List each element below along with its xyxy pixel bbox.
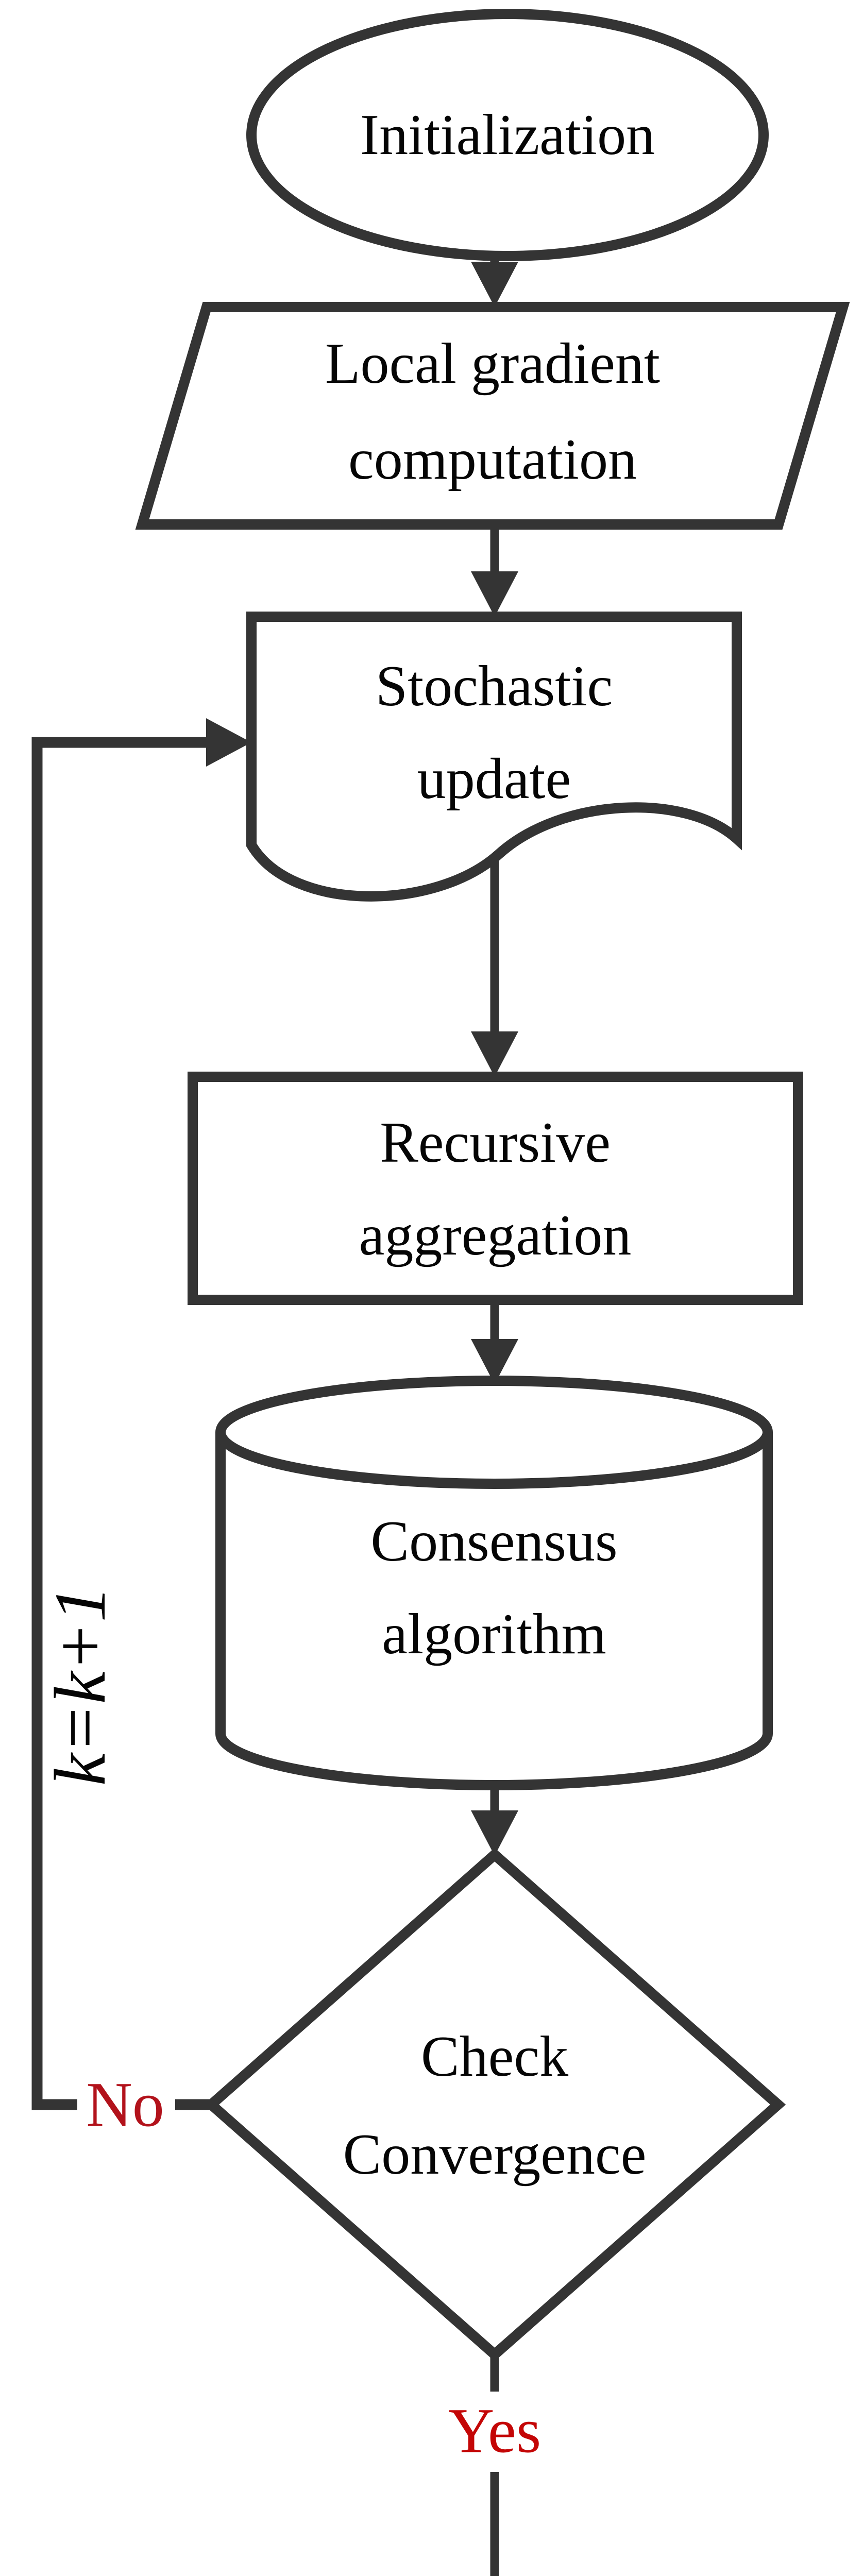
- local-gradient-parallelogram-shape: [135, 302, 850, 530]
- recursive-aggregation-label-line2: aggregation: [359, 1204, 632, 1267]
- consensus-cylinder-body-shape: [215, 1432, 773, 1790]
- consensus-algorithm-label-line2: algorithm: [382, 1602, 606, 1666]
- recursive-aggregation-label-line1: Recursive: [380, 1111, 611, 1175]
- arrow-consensus-to-check-convergence: [471, 1787, 518, 1856]
- stochastic-update-label-line1: Stochastic: [376, 654, 613, 718]
- consensus-algorithm-label-line1: Consensus: [370, 1510, 617, 1573]
- node-check-convergence: Check Convergence: [203, 1848, 786, 2362]
- check-convergence-diamond-shape: [203, 1848, 786, 2362]
- stochastic-update-document-shape: [246, 612, 742, 902]
- node-recursive-aggregation: Recursive aggregation: [188, 1072, 803, 1305]
- loop-no-branch: No k=k+1: [31, 718, 251, 2140]
- node-local-gradient-computation: Local gradient computation: [135, 302, 850, 530]
- arrow-stochastic-update-to-recursive-aggregation: [471, 857, 518, 1077]
- local-gradient-label-line1: Local gradient: [325, 332, 660, 396]
- node-stochastic-update: Stochastic update: [246, 612, 742, 902]
- recursive-aggregation-rect-shape: [188, 1072, 803, 1305]
- check-convergence-label-line1: Check: [421, 2025, 568, 2089]
- arrowhead-down-icon: [471, 262, 518, 307]
- arrowhead-down-icon: [471, 1810, 518, 1856]
- stochastic-update-label-line2: update: [417, 747, 571, 811]
- arrow-recursive-aggregation-to-consensus: [471, 1300, 518, 1384]
- check-convergence-label-line2: Convergence: [343, 2123, 647, 2187]
- loop-back-line: [31, 737, 219, 2110]
- arrowhead-down-icon: [471, 1339, 518, 1384]
- initialization-label: Initialization: [360, 103, 655, 167]
- arrowhead-down-icon: [471, 571, 518, 617]
- arrow-local-gradient-to-stochastic-update: [471, 524, 518, 617]
- node-initialization: Initialization: [246, 9, 769, 261]
- initialization-ellipse-shape: [246, 9, 769, 261]
- consensus-cylinder-top-rim: [215, 1376, 773, 1489]
- edge-label-yes: Yes: [448, 2396, 541, 2466]
- edge-label-no: No: [86, 2070, 164, 2140]
- arrowhead-right-icon: [206, 718, 251, 767]
- node-consensus-algorithm: Consensus algorithm: [215, 1376, 773, 1790]
- arrow-initialization-to-local-gradient: [471, 252, 518, 307]
- arrow-yes-branch-to-terminate: Yes: [448, 2354, 541, 2576]
- local-gradient-label-line2: computation: [348, 428, 637, 492]
- arrowhead-down-icon: [471, 1031, 518, 1077]
- loop-label-k-increment: k=k+1: [39, 1586, 121, 1786]
